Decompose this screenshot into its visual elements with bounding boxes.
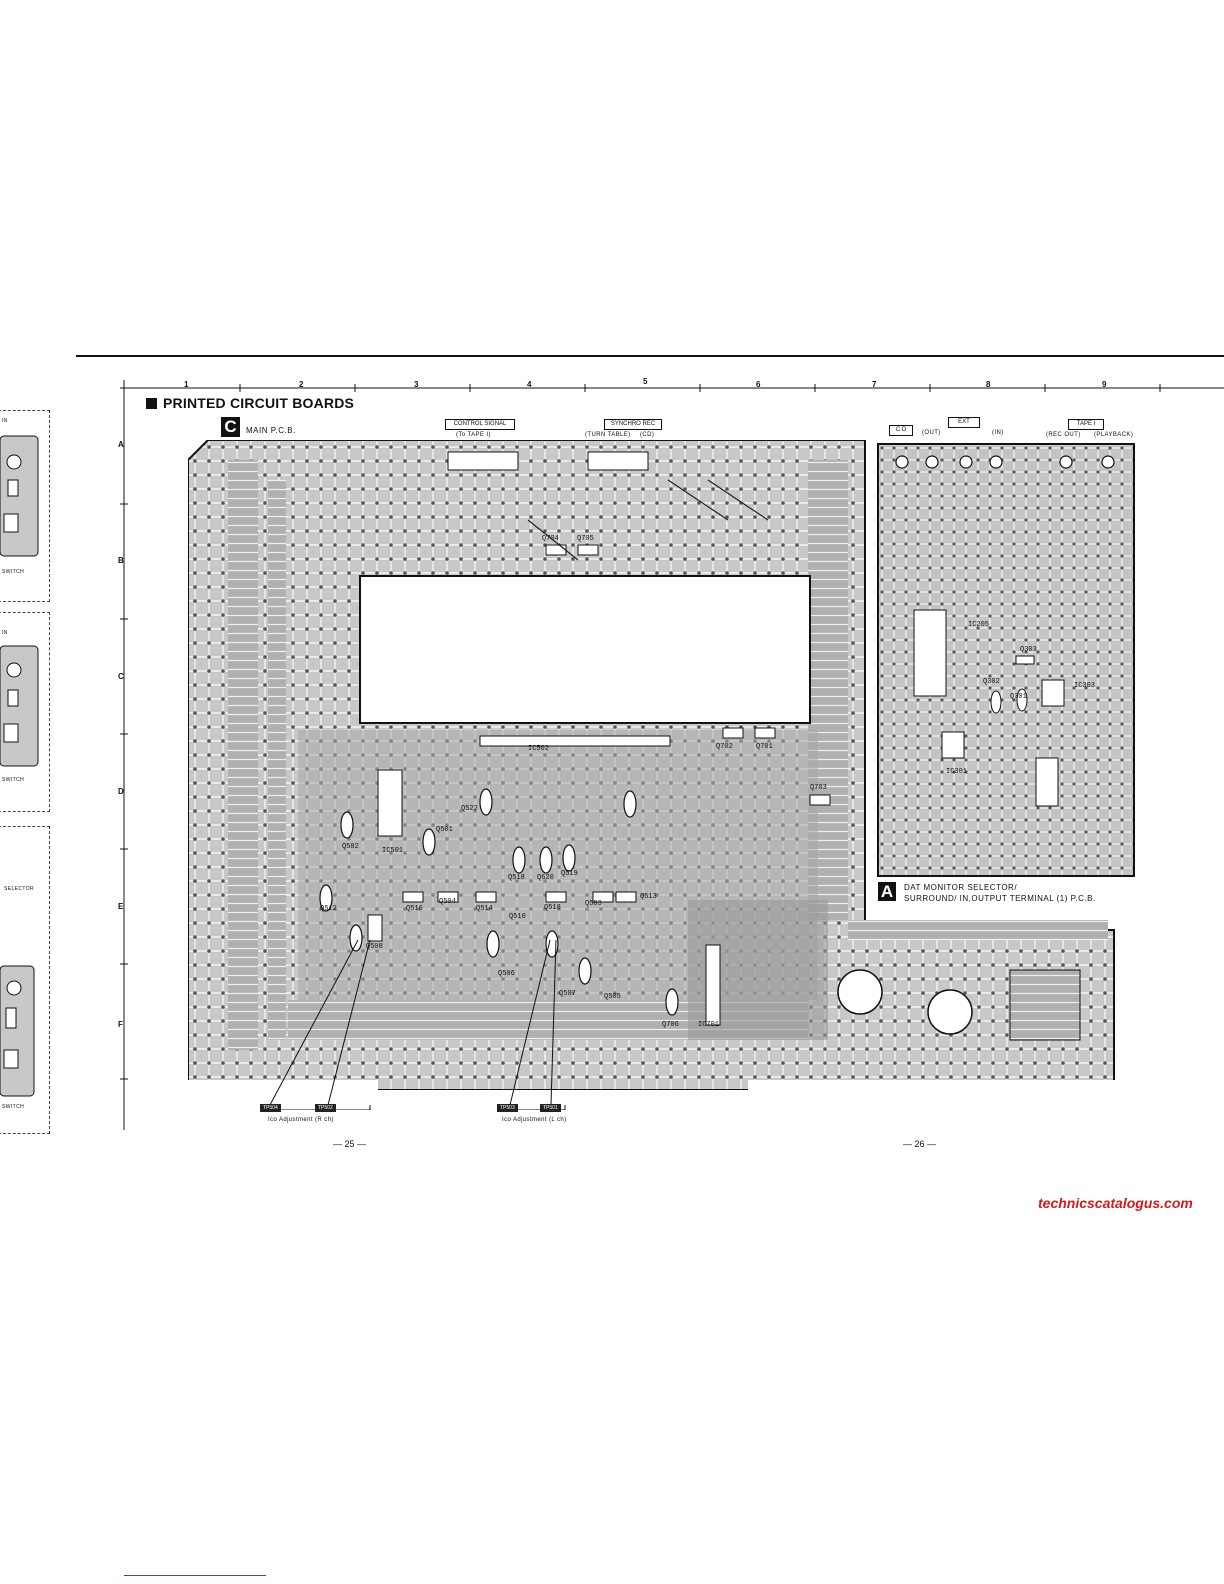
q503-label: Q503 [585,900,602,908]
q703-label: Q703 [810,784,827,792]
main-board-name: MAIN P.C.B. [246,426,296,435]
dat-pcb-artwork [877,443,1135,877]
ic303-label: IC303 [1074,682,1096,690]
synchro-sub-cd: (CD) [640,432,655,438]
grid-ruler [120,380,1224,1130]
q303-label: Q303 [1020,646,1037,654]
tp504-label: TP504 [260,1104,281,1112]
q502-label: Q502 [342,843,359,851]
q706-label: Q706 [662,1021,679,1029]
q507-label: Q507 [559,990,576,998]
tape-box: TAPE I [1068,419,1104,430]
dat-board-line2: SURROUND/ IN,OUTPUT TERMINAL (1) P.C.B. [904,894,1096,903]
q515-label: Q518 [544,904,561,912]
grid-col-9: 9 [1102,380,1107,389]
q514-label: Q514 [476,905,493,913]
left-panel-art [0,435,39,1097]
q701-label: Q701 [756,743,773,751]
q508-label: Q508 [366,943,383,951]
left-panel-3 [0,826,50,1134]
main-pcb-artwork [188,440,1118,1090]
dat-board-line1: DAT MONITOR SELECTOR/ [904,883,1018,892]
q513-label: Q513 [640,893,657,901]
left-switch-1: SWITCH [2,569,25,575]
tape-playback: (PLAYBACK) [1094,432,1134,438]
ico-adjust-r: Ico Adjustment (R ch) [268,1117,334,1123]
grid-col-2: 2 [299,380,304,389]
ic502-label: IC502 [528,745,550,753]
left-in-2: IN [2,630,8,636]
left-panel-1 [0,410,50,602]
ic205-label: IC205 [968,621,990,629]
ic701-label: IC701 [698,1021,720,1029]
section-bullet [146,398,157,409]
grid-col-8: 8 [986,380,991,389]
q301-label: Q301 [1010,693,1027,701]
grid-row-e: E [118,902,124,911]
cd-box: C D [889,425,913,436]
grid-row-c: C [118,672,124,681]
q705-label: Q705 [577,535,594,543]
q516-label: Q516 [406,905,423,913]
left-switch-3: SWITCH [2,1104,25,1110]
tp501-label: TP501 [540,1104,561,1112]
q704-label: Q704 [542,535,559,543]
ext-out: (OUT) [922,430,941,436]
grid-col-1: 1 [184,380,189,389]
ic501-label: IC501 [382,847,404,855]
tape-rec-out: (REC OUT) [1046,432,1081,438]
q702-label: Q702 [716,743,733,751]
ext-box: EXT [948,417,980,428]
grid-row-d: D [118,787,124,796]
left-panel-2 [0,612,50,812]
dat-board-badge: A [878,882,896,901]
control-signal-sub: (To TAPE I) [456,432,491,438]
synchro-sub-turntable: (TURN TABLE) [585,432,631,438]
main-board-badge: C [221,417,240,437]
grid-col-7: 7 [872,380,877,389]
q620-label: Q620 [537,874,554,882]
tp503-label: TP503 [497,1104,518,1112]
grid-col-6: 6 [756,380,761,389]
page-number-right: — 26 — [903,1139,937,1149]
q518-label: Q518 [508,874,525,882]
watermark-text: technicscatalogus.com [1038,1195,1193,1211]
ico-adjust-l: Ico Adjustment (L ch) [502,1117,567,1123]
q504-label: Q504 [439,898,456,906]
left-selector: SELECTOR [4,886,35,892]
tp-leader-lines [260,939,566,1110]
grid-row-a: A [118,440,124,449]
q505-label: Q505 [604,993,621,1001]
q506-label: Q506 [498,970,515,978]
grid-col-3: 3 [414,380,419,389]
left-switch-2: SWITCH [2,777,25,783]
q510-label: Q510 [509,913,526,921]
grid-row-b: B [118,556,124,565]
top-rule [76,355,1224,357]
left-in-1: IN [2,418,8,424]
grid-col-4: 4 [527,380,532,389]
page-number-left: — 25 — [333,1139,367,1149]
grid-row-f: F [118,1020,123,1029]
q501-label: Q501 [436,826,453,834]
q519-label: Q519 [561,870,578,878]
ext-in: (IN) [992,430,1004,436]
ic301-label: IC301 [946,768,968,776]
q522-label: Q522 [461,805,478,813]
synchro-rec-box: SYNCHRO REC [604,419,662,430]
q302-label: Q302 [983,678,1000,686]
bottom-link-rule [124,1575,266,1576]
grid-col-5: 5 [643,377,648,386]
tp502-label: TP502 [315,1104,336,1112]
control-signal-box: CONTROL SIGNAL [445,419,515,430]
section-title: PRINTED CIRCUIT BOARDS [163,395,355,411]
q512-label: Q512 [320,905,337,913]
